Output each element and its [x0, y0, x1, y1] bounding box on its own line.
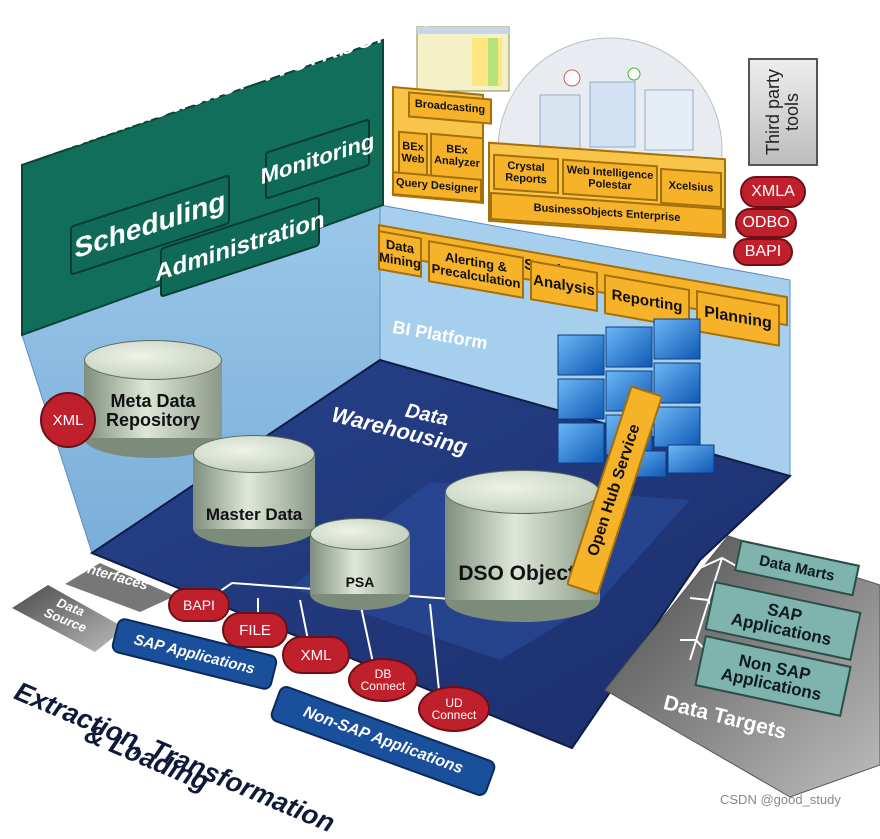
odbo-badge: ODBO: [735, 208, 797, 238]
bi-architecture-diagram: Administrator Workbench Scheduling Monit…: [10, 26, 880, 839]
interfaces-strip: [65, 563, 175, 612]
metadata-repository-cylinder: Meta Data Repository: [84, 340, 222, 458]
master-data-cylinder: Master Data: [193, 435, 315, 547]
metadata-repository-label: Meta Data Repository: [105, 391, 201, 430]
dso-objects-cylinder: DSO Objects: [445, 470, 600, 622]
dso-objects-label: DSO Objects: [458, 562, 587, 585]
spreadsheet-thumbnail: [416, 26, 510, 92]
crystal-reports-box: Crystal Reports: [493, 153, 559, 195]
third-party-label: Third party tools: [763, 68, 802, 156]
bi-service-data-mining: Data Mining: [378, 230, 422, 278]
web-intelligence-box: Web Intelligence Polestar: [562, 158, 658, 202]
data-source-strip: [12, 585, 125, 652]
third-party-box: Third party tools: [748, 58, 818, 166]
psa-cylinder: PSA: [310, 518, 410, 610]
ud-connect-interface: UD Connect: [418, 686, 490, 732]
bex-analyzer-box: BEx Analyzer: [430, 132, 484, 182]
watermark: CSDN @good_study: [720, 792, 841, 807]
xml-badge-metadata: XML: [40, 392, 96, 448]
fan-screens: [539, 67, 694, 151]
db-connect-interface: DB Connect: [348, 658, 418, 702]
file-interface: FILE: [222, 612, 288, 648]
xml-interface: XML: [282, 636, 350, 674]
psa-label: PSA: [345, 574, 375, 590]
xmla-badge: XMLA: [740, 176, 806, 208]
bapi-interface: BAPI: [168, 588, 230, 622]
master-data-label: Master Data: [205, 505, 303, 524]
bapi-badge-third-party: BAPI: [733, 238, 793, 266]
bex-web-box: BEx Web: [398, 130, 428, 178]
xcelsius-box: Xcelsius: [660, 167, 722, 209]
